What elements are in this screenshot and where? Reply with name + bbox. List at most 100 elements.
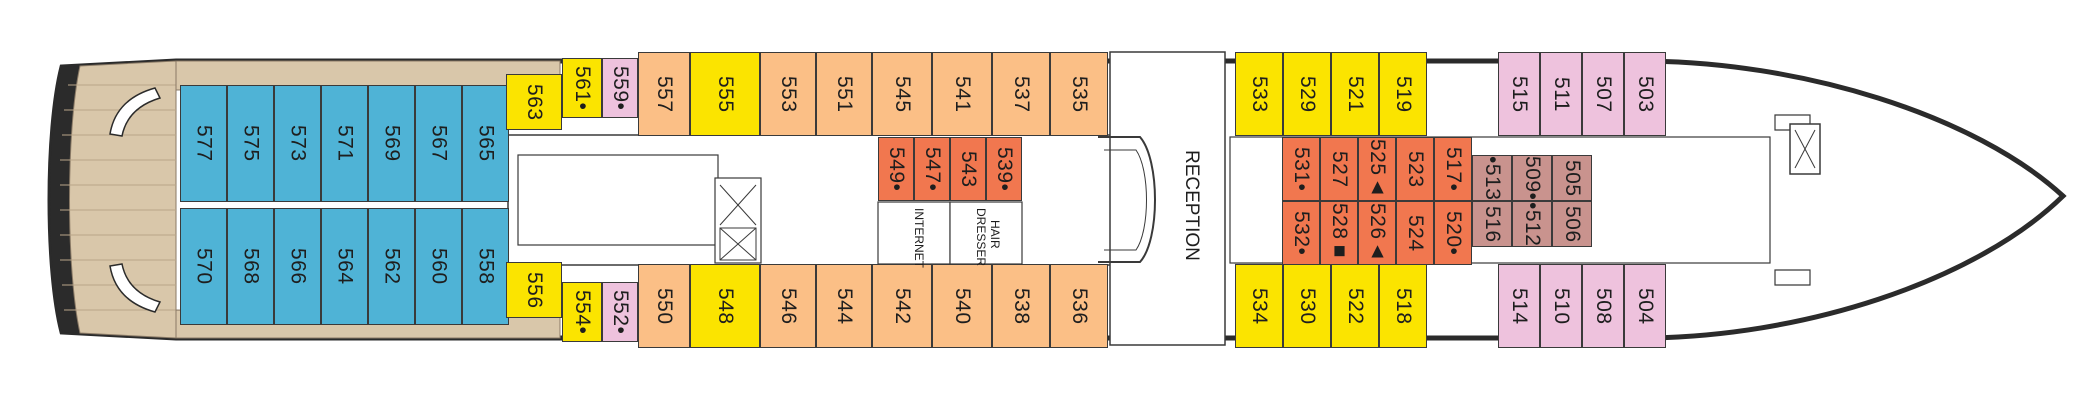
cabin-number: 524 (1404, 214, 1427, 252)
cabin-569[interactable]: 569 (368, 85, 415, 202)
cabin-506[interactable]: 506 (1552, 201, 1592, 247)
cabin-523[interactable]: 523 (1396, 137, 1434, 201)
cabin-508[interactable]: 508 (1582, 264, 1624, 348)
cabin-number: 568 (239, 248, 263, 285)
cabin-547[interactable]: 547• (914, 137, 950, 201)
cabin-number: 555 (714, 75, 737, 113)
cabin-560[interactable]: 560 (415, 208, 462, 325)
cabin-552[interactable]: 552• (602, 282, 638, 342)
cabin-519[interactable]: 519 (1379, 52, 1427, 136)
cabin-538[interactable]: 538 (992, 264, 1050, 348)
cabin-number: 534 (1248, 287, 1271, 325)
cabin-525[interactable]: 525▲ (1358, 137, 1396, 201)
cabin-557[interactable]: 557 (638, 52, 690, 136)
stern-band (50, 66, 80, 333)
cabin-516[interactable]: 516 (1472, 201, 1512, 247)
cabin-541[interactable]: 541 (932, 52, 992, 136)
cabin-548[interactable]: 548 (690, 264, 760, 348)
cabin-number: 552• (609, 289, 632, 335)
cabin-524[interactable]: 524 (1396, 201, 1434, 265)
cabin-534[interactable]: 534 (1235, 264, 1283, 348)
cabin-567[interactable]: 567 (415, 85, 462, 202)
cabin-518[interactable]: 518 (1379, 264, 1427, 348)
cabin-550[interactable]: 550 (638, 264, 690, 348)
cabin-539[interactable]: 539• (986, 137, 1022, 201)
cabin-number: 551 (833, 75, 856, 113)
cabin-number: 514 (1508, 287, 1531, 325)
cabin-537[interactable]: 537 (992, 52, 1050, 136)
internet-label: INTERNET (912, 208, 926, 268)
cabin-number: •512 (1521, 201, 1544, 247)
cabin-554[interactable]: 554• (562, 282, 602, 342)
cabin-number: 532• (1290, 210, 1313, 256)
cabin-544[interactable]: 544 (816, 264, 872, 348)
cabin-number: 554• (571, 289, 594, 335)
cabin-number: 521 (1344, 75, 1367, 113)
cabin-number: 569 (380, 125, 404, 162)
cabin-555[interactable]: 555 (690, 52, 760, 136)
cabin-521[interactable]: 521 (1331, 52, 1379, 136)
cabin-528[interactable]: 528■ (1320, 201, 1358, 265)
cabin-517[interactable]: 517• (1434, 137, 1472, 201)
cabin-533[interactable]: 533 (1235, 52, 1283, 136)
cabin-number: 565 (474, 125, 498, 162)
cabin-535[interactable]: 535 (1050, 52, 1108, 136)
cabin-536[interactable]: 536 (1050, 264, 1108, 348)
cabin-520[interactable]: 520• (1434, 201, 1472, 265)
cabin-542[interactable]: 542 (872, 264, 932, 348)
cabin-531[interactable]: 531• (1282, 137, 1320, 201)
cabin-number: 540 (951, 287, 974, 325)
cabin-number: 577 (192, 125, 216, 162)
cabin-530[interactable]: 530 (1283, 264, 1331, 348)
cabin-507[interactable]: 507 (1582, 52, 1624, 136)
cabin-551[interactable]: 551 (816, 52, 872, 136)
cabin-540[interactable]: 540 (932, 264, 992, 348)
cabin-512[interactable]: •512 (1512, 201, 1552, 247)
cabin-number: •513 (1481, 155, 1504, 201)
cabin-number: 562 (380, 248, 404, 285)
cabin-number: 518 (1392, 287, 1415, 325)
cabin-number: 548 (714, 287, 737, 325)
cabin-532[interactable]: 532• (1282, 201, 1320, 265)
cabin-570[interactable]: 570 (180, 208, 227, 325)
cabin-571[interactable]: 571 (321, 85, 368, 202)
cabin-566[interactable]: 566 (274, 208, 321, 325)
cabin-503[interactable]: 503 (1624, 52, 1666, 136)
cabin-564[interactable]: 564 (321, 208, 368, 325)
cabin-563[interactable]: 563 (506, 74, 562, 130)
cabin-number: 559• (609, 65, 632, 111)
cabin-514[interactable]: 514 (1498, 264, 1540, 348)
cabin-513[interactable]: •513 (1472, 155, 1512, 201)
cabin-515[interactable]: 515 (1498, 52, 1540, 136)
cabin-number: 549• (885, 146, 908, 192)
cabin-573[interactable]: 573 (274, 85, 321, 202)
cabin-558[interactable]: 558 (462, 208, 509, 325)
cabin-577[interactable]: 577 (180, 85, 227, 202)
cabin-561[interactable]: 561• (562, 58, 602, 118)
cabin-509[interactable]: 509• (1512, 155, 1552, 201)
cabin-543[interactable]: 543 (950, 137, 986, 201)
cabin-number: 564 (333, 248, 357, 285)
cabin-553[interactable]: 553 (760, 52, 816, 136)
cabin-511[interactable]: 511 (1540, 52, 1582, 136)
cabin-545[interactable]: 545 (872, 52, 932, 136)
cabin-559[interactable]: 559• (602, 58, 638, 118)
cabin-527[interactable]: 527 (1320, 137, 1358, 201)
cabin-549[interactable]: 549• (878, 137, 914, 201)
cabin-556[interactable]: 556 (506, 262, 562, 318)
cabin-565[interactable]: 565 (462, 85, 509, 202)
cabin-529[interactable]: 529 (1283, 52, 1331, 136)
cabin-505[interactable]: 505 (1552, 155, 1592, 201)
cabin-568[interactable]: 568 (227, 208, 274, 325)
cabin-number: 516 (1481, 205, 1504, 243)
reception-hall (1109, 51, 1226, 346)
cabin-510[interactable]: 510 (1540, 264, 1582, 348)
cabin-575[interactable]: 575 (227, 85, 274, 202)
cabin-504[interactable]: 504 (1624, 264, 1666, 348)
cabin-number: 553 (777, 75, 800, 113)
cabin-546[interactable]: 546 (760, 264, 816, 348)
cabin-562[interactable]: 562 (368, 208, 415, 325)
cabin-522[interactable]: 522 (1331, 264, 1379, 348)
cabin-526[interactable]: 526▲ (1358, 201, 1396, 265)
